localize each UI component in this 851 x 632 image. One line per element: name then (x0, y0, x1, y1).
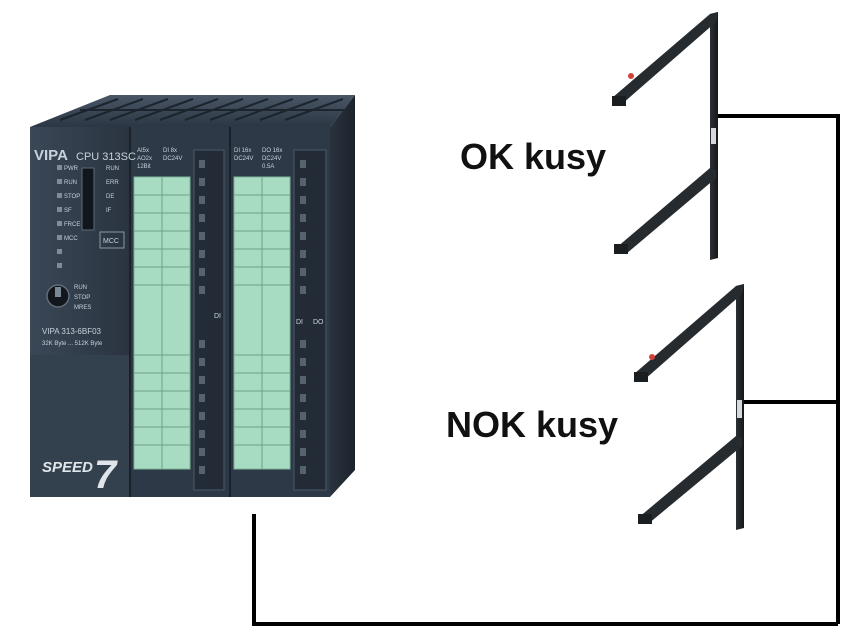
plc-status-leds: PWR RUN STOP SF FRCE MCC (57, 165, 80, 268)
module-header-text: DI 16x (234, 148, 251, 154)
module-header-text: DC24V (234, 156, 253, 162)
wire-plc-return (252, 514, 838, 626)
led-label: IF (106, 208, 112, 214)
plc-top-vents (59, 98, 345, 121)
module-header-text: 0.5A (262, 164, 274, 170)
module-tag: DI (296, 319, 303, 326)
sensor-ok-top-tip (612, 96, 626, 106)
switch-position-label: RUN (74, 285, 87, 291)
sensor-nok-top-tip (634, 372, 648, 382)
sensor-nok-label-plate (737, 400, 742, 418)
switch-position-label: STOP (74, 295, 90, 301)
plc-switch-positions: RUN STOP MRES (74, 285, 91, 311)
plc-card-slot (81, 167, 95, 231)
module-header-text: DI 8x (163, 148, 177, 154)
speed-logo-text: SPEED (42, 459, 93, 476)
plc-module-2-grid (234, 177, 290, 469)
wiring (252, 114, 840, 626)
plc-speed7-logo: SPEED 7 (42, 453, 118, 497)
sensor-ok-top-arm (612, 12, 718, 104)
led-label: SF (64, 208, 72, 214)
nok-pieces-label: NOK kusy (446, 404, 619, 445)
plc-model-line: VIPA 313-6BF03 (42, 327, 102, 336)
led-label: MCC (64, 236, 78, 242)
sensor-ok-label-plate (711, 128, 716, 144)
plc-mcc-label: MCC (103, 238, 119, 245)
fork-sensor-ok (612, 12, 718, 260)
led-label: PWR (64, 166, 79, 172)
sensor-nok-emitter-led (649, 354, 655, 360)
sensor-nok-top-arm (634, 284, 744, 380)
module-tag: DI (214, 313, 221, 320)
led-label: ERR (106, 180, 119, 186)
plc-side-face (330, 95, 355, 497)
module-header-text: AO2x (137, 156, 152, 162)
ok-pieces-label: OK kusy (460, 136, 607, 177)
plc-cpu-lower-cover (30, 355, 130, 497)
fork-sensor-nok (634, 284, 744, 530)
module-header-text: AI5x (137, 148, 149, 154)
sensor-ok-emitter-led (628, 73, 634, 79)
module-header-text: 12Bit (137, 164, 151, 170)
plc-cpu-title: CPU 313SC (76, 151, 136, 163)
led-label: STOP (64, 194, 80, 200)
plc-module-2-header: DI 16x DC24V DO 16x DC24V 0.5A (234, 148, 282, 170)
plc-module-tags: DI DI DO (214, 313, 324, 326)
plc-brand: VIPA (34, 147, 68, 164)
sensor-nok-bottom-arm (638, 436, 742, 524)
speed-logo-number: 7 (94, 453, 118, 497)
sensor-ok-bottom-tip (614, 244, 628, 254)
switch-position-label: MRES (74, 305, 91, 311)
wire-sensor-ok (718, 114, 840, 624)
module-tag: DO (313, 319, 324, 326)
sensor-nok-bottom-tip (638, 514, 652, 524)
plc-module-1-grid (134, 177, 190, 469)
led-label: RUN (106, 166, 119, 172)
plc-module-1-header: AI5x AO2x 12Bit DI 8x DC24V (137, 148, 182, 170)
plc-unit: VIPA CPU 313SC PWR RUN STOP SF FRCE MCC … (30, 95, 355, 497)
led-label: RUN (64, 180, 77, 186)
plc-right-leds: RUN ERR DE IF (106, 166, 119, 214)
led-label: FRCE (64, 222, 80, 228)
module-header-text: DC24V (163, 156, 182, 162)
plc-mcc-box (99, 231, 125, 249)
module-header-text: DC24V (262, 156, 281, 162)
module-header-text: DO 16x (262, 148, 282, 154)
sensor-ok-bottom-arm (616, 168, 716, 254)
plc-connector-strips (193, 149, 327, 491)
led-label: DE (106, 194, 114, 200)
plc-memory-line: 32K Byte ... 512K Byte (42, 341, 103, 347)
